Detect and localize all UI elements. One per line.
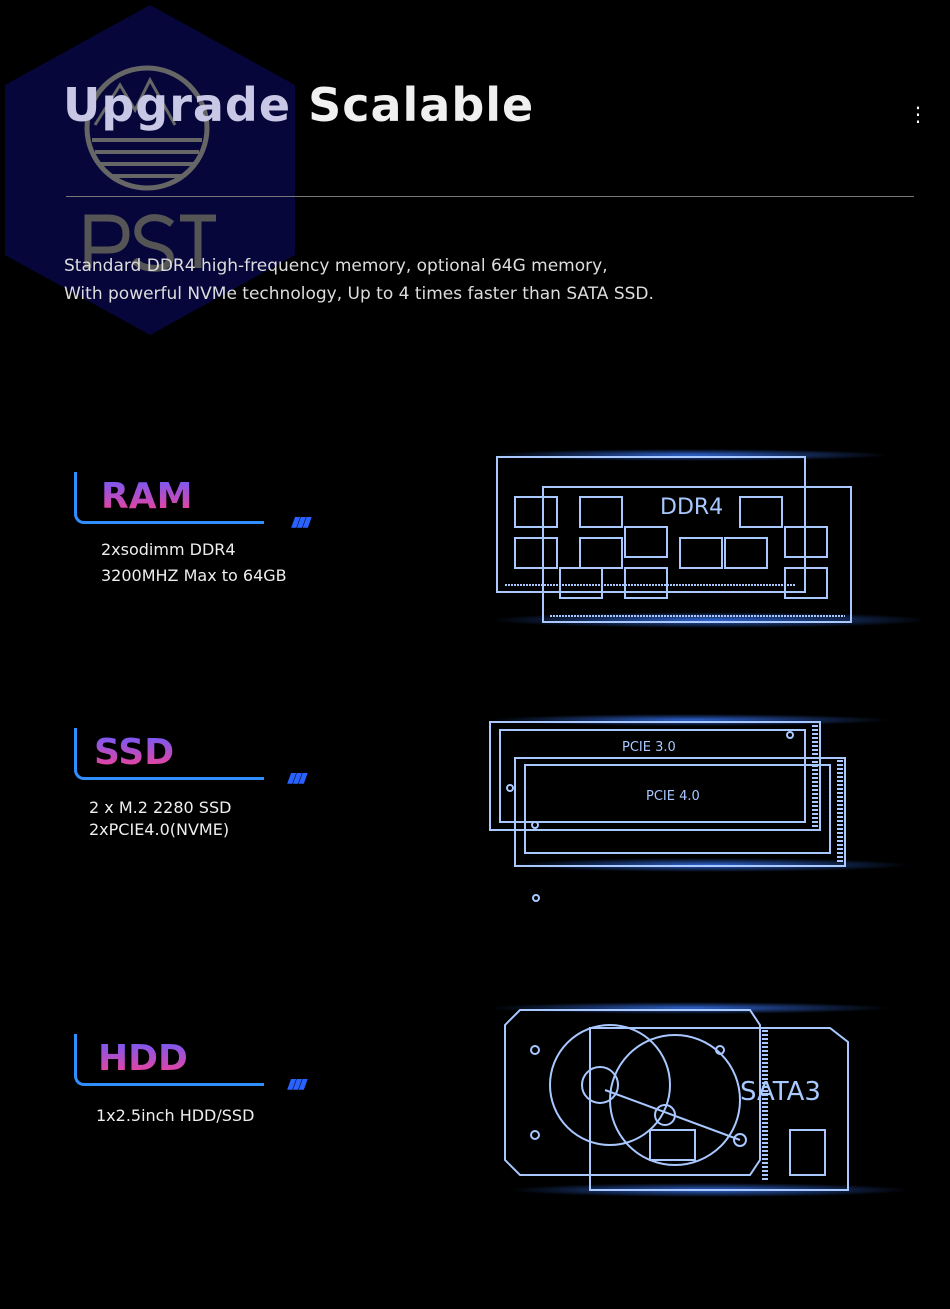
- title-part-2: Scalable: [308, 78, 535, 132]
- stripes-decoration: ▮▮▮: [285, 1076, 309, 1092]
- description-line: Standard DDR4 high-frequency memory, opt…: [64, 256, 608, 276]
- spec-line: 2 x M.2 2280 SSD: [89, 798, 232, 817]
- spec-line: 2xsodimm DDR4: [101, 540, 236, 559]
- section-frame: [74, 728, 264, 780]
- section-title: SSD: [94, 732, 175, 773]
- description-line: With powerful NVMe technology, Up to 4 t…: [64, 284, 654, 304]
- stripes-decoration: ▮▮▮: [285, 770, 309, 786]
- divider: [66, 196, 914, 197]
- pst-watermark-logo: [5, 5, 295, 335]
- spec-line: 2xPCIE4.0(NVME): [89, 820, 230, 839]
- title-part-1: Upgrade: [63, 78, 292, 132]
- ssd-module-illustration: PCIE 3.0 PCIE 4.0: [489, 714, 910, 902]
- description: Standard DDR4 high-frequency memory, opt…: [64, 252, 654, 308]
- pcie4-label: PCIE 4.0: [646, 789, 700, 804]
- page-title: Upgrade Scalable: [63, 78, 534, 132]
- section-frame: [74, 1034, 264, 1086]
- section-title: HDD: [98, 1038, 188, 1079]
- sata3-label: SATA3: [740, 1077, 821, 1107]
- stripes-decoration: ▮▮▮: [289, 514, 313, 530]
- hdd-illustration: SATA3: [490, 1002, 910, 1197]
- spec-line: 1x2.5inch HDD/SSD: [96, 1106, 255, 1125]
- more-vertical-icon[interactable]: ⋮: [908, 102, 928, 126]
- spec-line: 3200MHZ Max to 64GB: [101, 566, 287, 585]
- section-frame: [74, 472, 264, 524]
- ddr4-label: DDR4: [660, 495, 723, 520]
- section-title: RAM: [101, 476, 193, 517]
- pcie3-label: PCIE 3.0: [622, 740, 676, 755]
- ram-module-illustration: DDR4: [490, 449, 920, 628]
- pst-logo-lettering: [84, 214, 216, 272]
